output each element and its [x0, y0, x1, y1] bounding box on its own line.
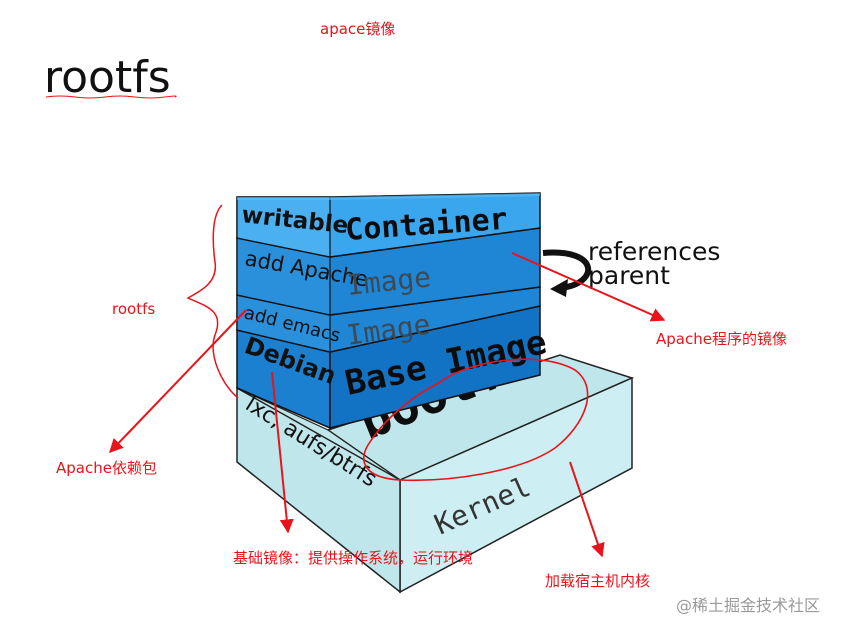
- apache-deps-arrow: [109, 309, 247, 454]
- rootfs-annotation: rootfs: [112, 300, 155, 318]
- base-image-layer: [236, 305, 541, 430]
- title-underline: [45, 95, 177, 99]
- base-image-arrow: [271, 371, 294, 534]
- parent-label: parent: [588, 261, 670, 290]
- apache-deps-annotation: Apache依赖包: [56, 459, 157, 477]
- top-caption: apace镜像: [320, 20, 395, 38]
- watermark: @稀土掘金技术社区: [676, 596, 820, 615]
- page-title: rootfs: [44, 52, 171, 103]
- references-arrowhead: [550, 279, 568, 297]
- host-kernel-arrow: [569, 461, 605, 558]
- bootfs-circle: [363, 358, 589, 482]
- base-image-annotation: 基础镜像：提供操作系统，运行环境: [233, 549, 473, 567]
- host-kernel-annotation: 加载宿主机内核: [545, 572, 650, 590]
- apache-image-annotation: Apache程序的镜像: [656, 330, 787, 348]
- references-arrow: [542, 249, 591, 291]
- container-layer: [236, 192, 541, 258]
- rootfs-brace: [186, 204, 239, 399]
- references-label: references: [588, 237, 720, 266]
- apache-image-arrow: [511, 252, 666, 322]
